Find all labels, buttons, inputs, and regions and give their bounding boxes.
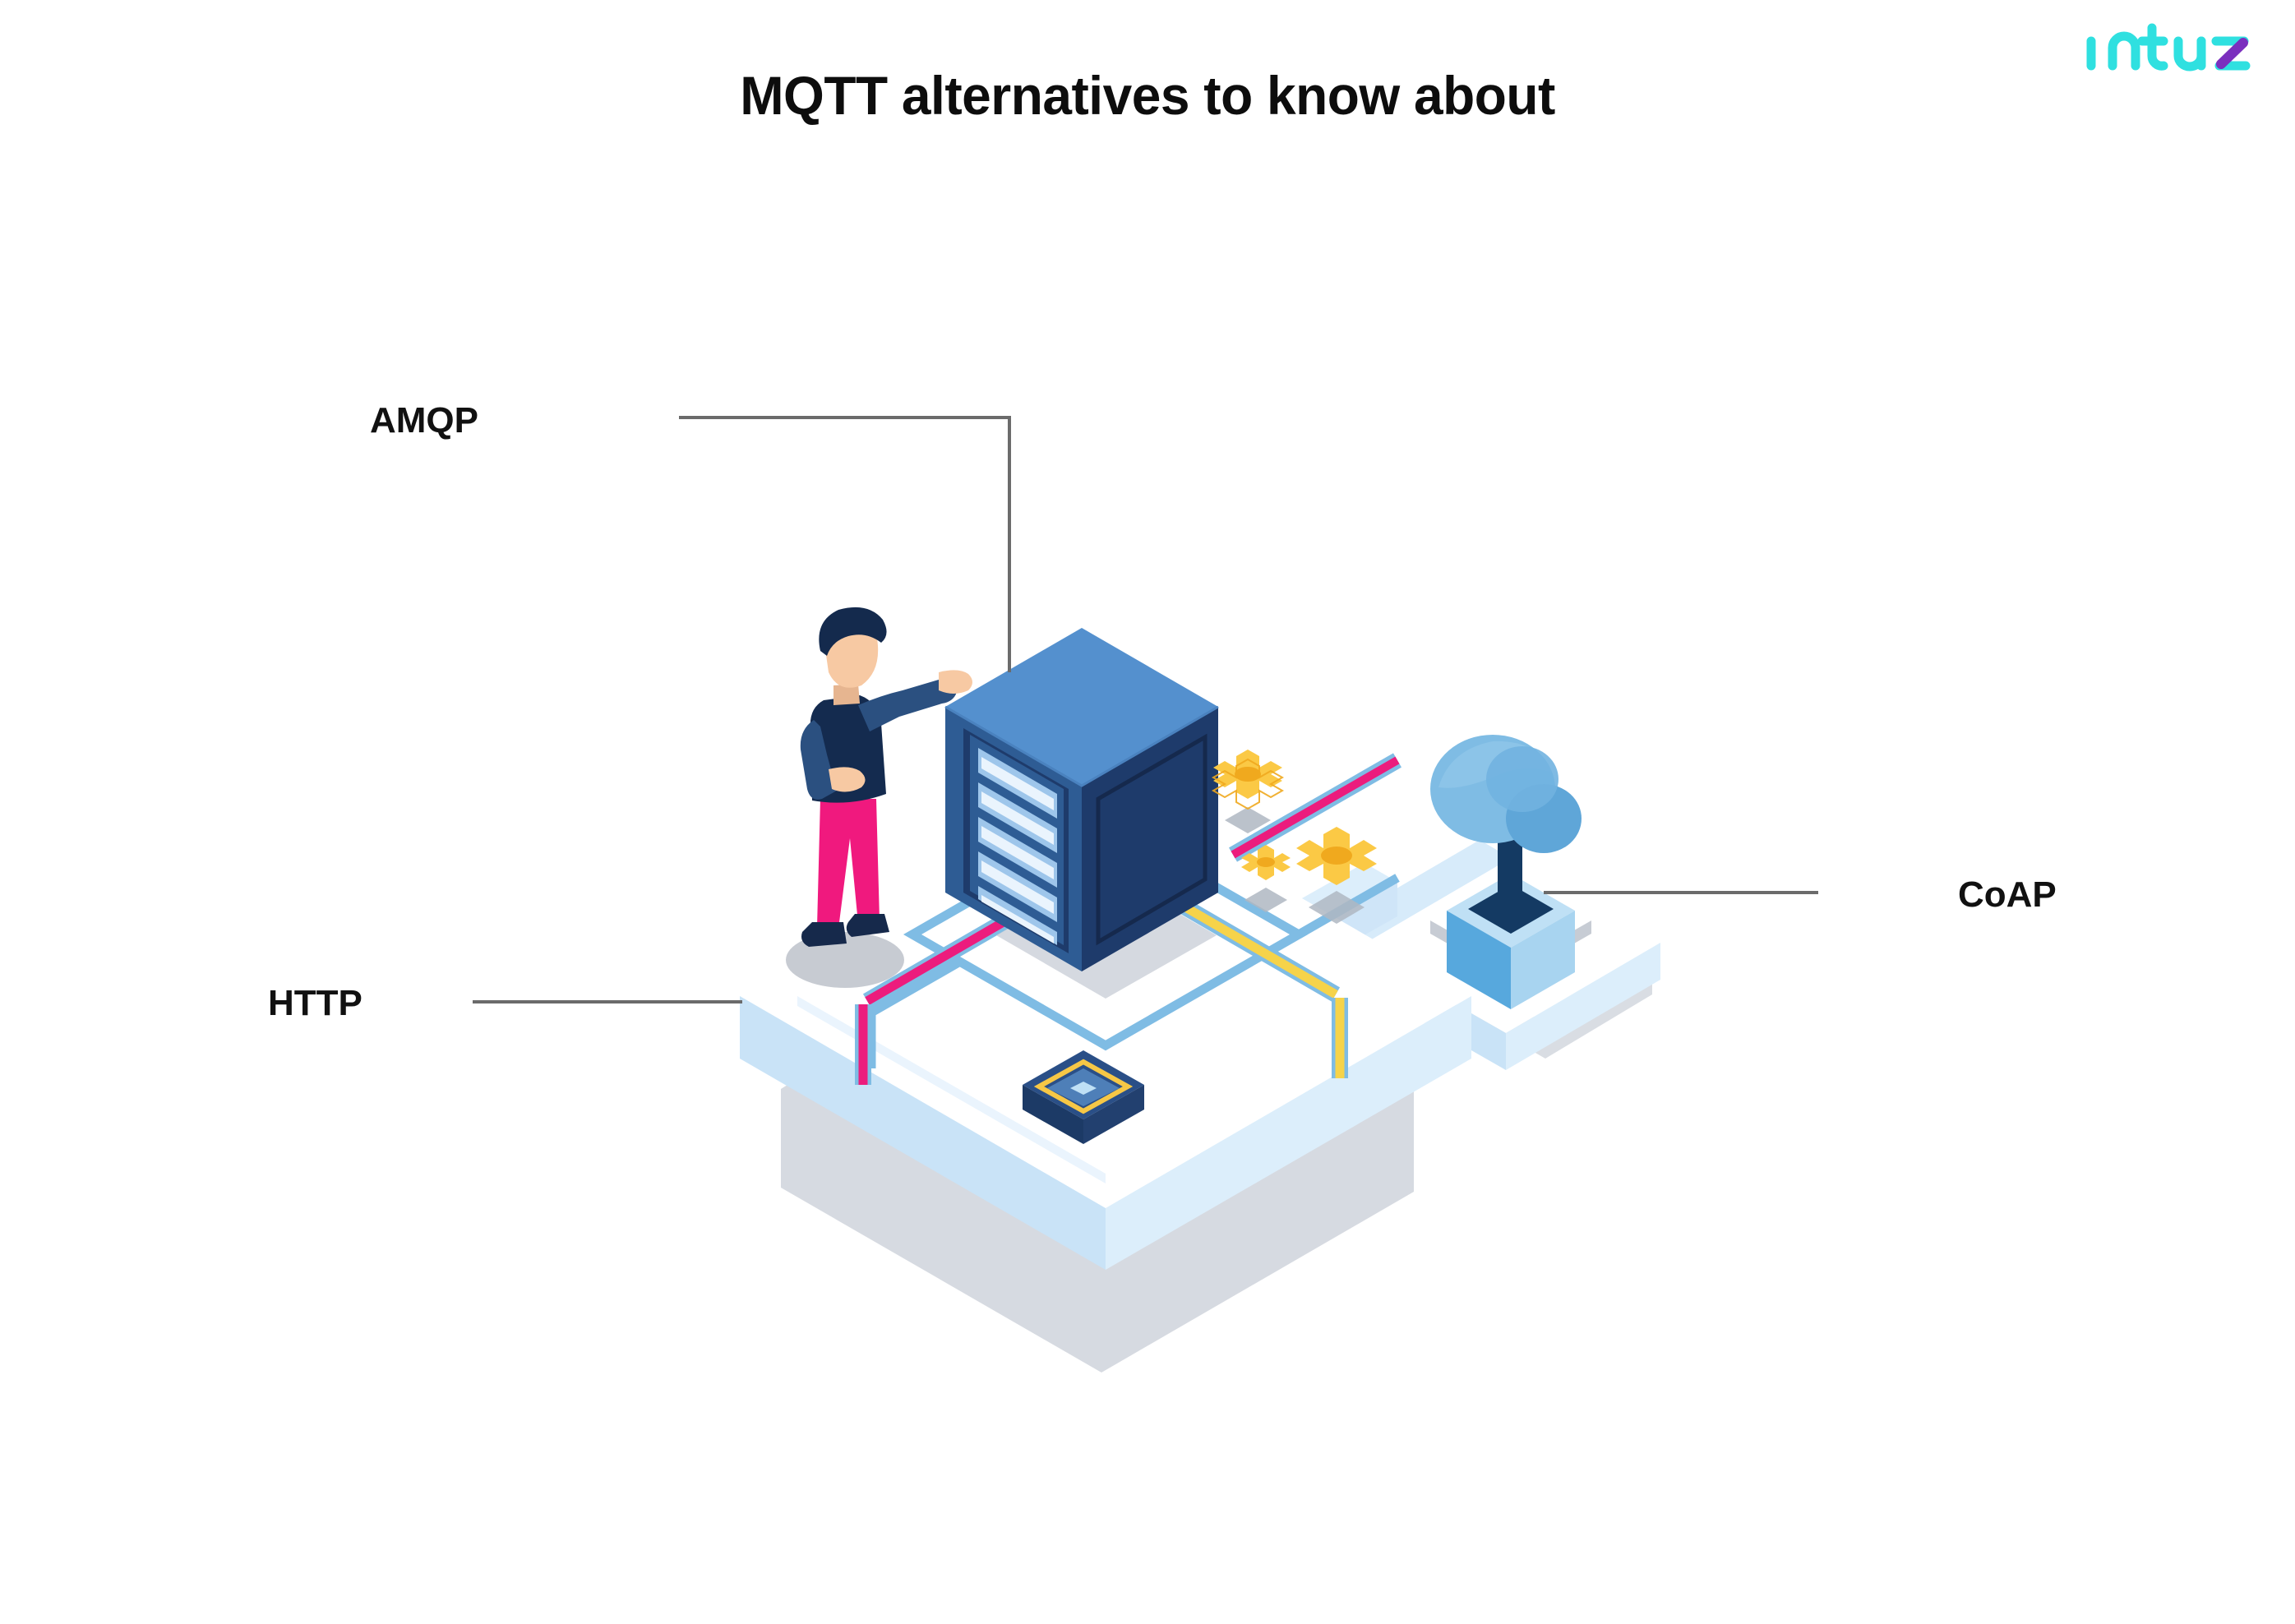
person-shoe-left [801,922,847,947]
technician-person [786,607,972,988]
server-drive-bays [978,748,1057,945]
callout-label-coap[interactable]: CoAP [1958,874,2057,915]
logo-accent-stroke [2216,38,2248,69]
server-rack [944,628,1219,971]
person-hair [819,607,887,656]
leader-line-amqp [679,416,1011,672]
callout-label-amqp[interactable]: AMQP [370,400,478,441]
planter-left [1447,911,1511,1009]
person-shoe-right [846,914,889,937]
person-hand-right [939,670,972,694]
person-arm-right [858,677,958,731]
gear-large-upper [1211,750,1285,833]
intuz-logo-mark [2086,23,2251,72]
intuz-logo[interactable] [2075,18,2256,74]
person-arm-left [800,720,837,800]
planter-right [1511,911,1575,1009]
gear-small [1241,845,1291,912]
tree-planter [1430,735,1591,1009]
callout-label-http[interactable]: HTTP [268,983,362,1023]
person-pants [817,799,880,929]
gear-large-lower [1296,827,1377,924]
callout-leader-lines [473,416,1818,1003]
tree-trunk [1498,822,1522,927]
page-title: MQTT alternatives to know about [740,65,1555,126]
microchip [1023,1050,1144,1144]
person-hand-left [829,767,866,792]
gears-group [1211,750,1377,924]
